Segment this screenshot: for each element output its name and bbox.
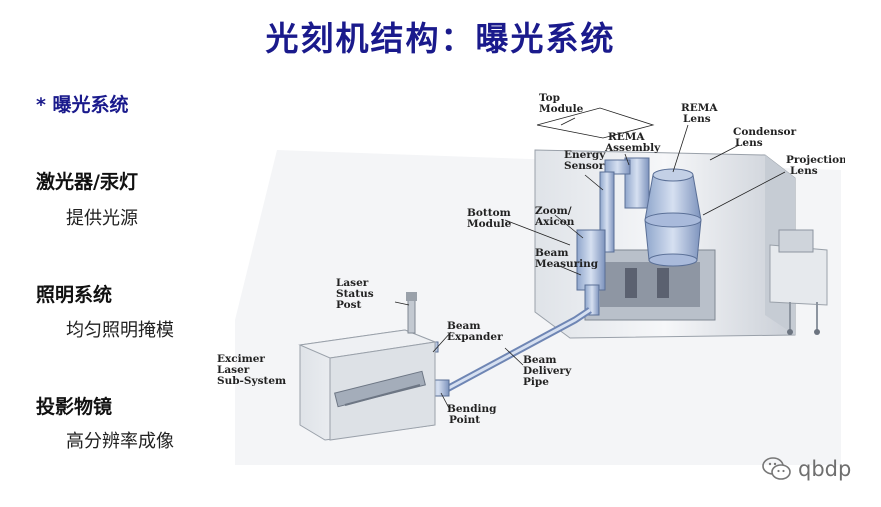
laser-status-post [406, 292, 417, 334]
watermark-text: qbdp [798, 457, 852, 481]
item-projection-desc: 高分辨率成像 [66, 431, 174, 452]
illumination-column [576, 157, 650, 316]
leader-lines [394, 107, 786, 411]
item-illumination-heading: 照明系统 [36, 284, 113, 306]
item-laser-desc: 提供光源 [66, 208, 138, 229]
excimer-laser-housing [298, 329, 437, 441]
page-title: 光刻机结构：曝光系统 [265, 19, 616, 58]
item-illumination-desc: 均匀照明掩模 [66, 320, 174, 341]
wechat-icon [762, 457, 791, 480]
item-projection-heading: 投影物镜 [36, 396, 113, 418]
label-zoom-axicon: Zoom/Axicon [534, 205, 575, 228]
projection-lens-column [644, 168, 702, 267]
operator-console [769, 229, 828, 335]
watermark: qbdp [762, 456, 851, 482]
section-heading: * 曝光系统 [36, 94, 129, 116]
item-laser-heading: 激光器/汞灯 [36, 171, 138, 193]
